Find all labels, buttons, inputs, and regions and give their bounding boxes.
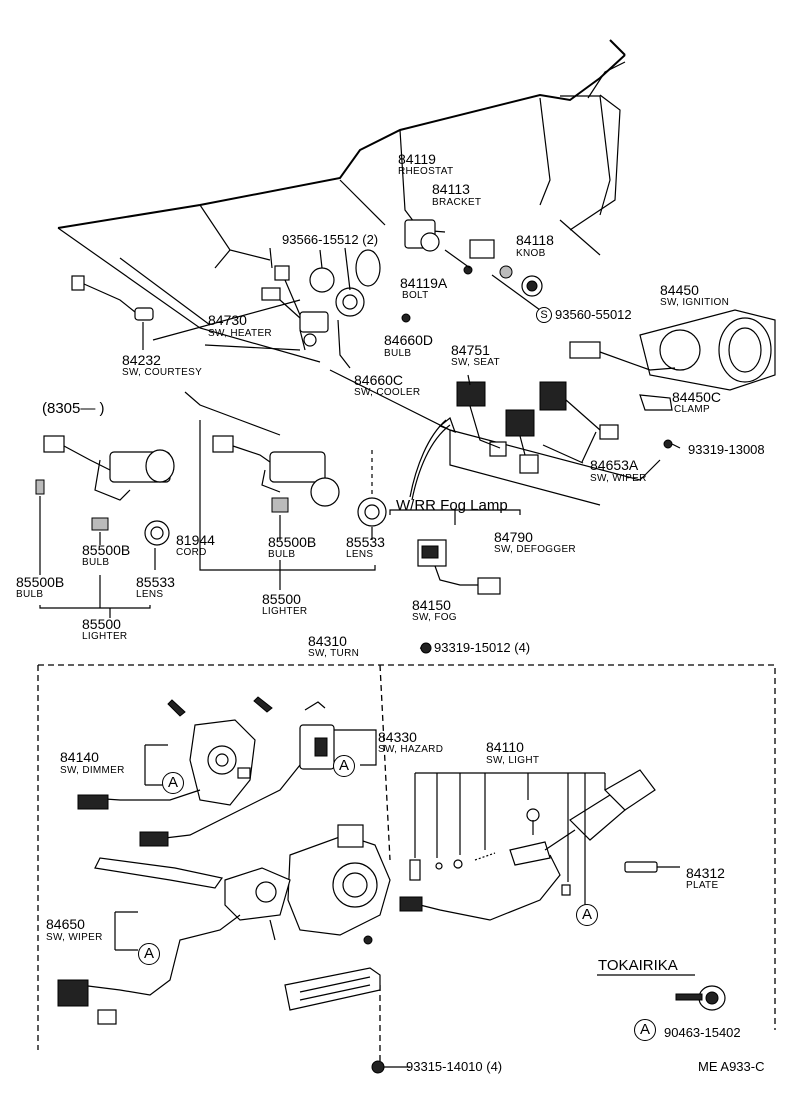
label-84650-num: 84650 xyxy=(46,916,85,932)
label-85500-1-sub: LIGHTER xyxy=(82,631,128,642)
label-84790-num: 84790 xyxy=(494,529,533,545)
label-85500-2-num: 85500 xyxy=(262,591,301,607)
label-84110-sub: SW, LIGHT xyxy=(486,755,540,766)
dash-switch-group xyxy=(456,374,619,474)
s-marker: S xyxy=(536,307,552,323)
label-84113-num: 84113 xyxy=(432,181,470,197)
label-84119A-sub: BOLT xyxy=(402,290,429,301)
label-tokairika: TOKAIRIKA xyxy=(598,957,678,974)
courtesy-switch xyxy=(71,275,301,351)
label-84312-num: 84312 xyxy=(686,865,725,881)
label-85500-2-sub: LIGHTER xyxy=(262,606,308,617)
fog-arrow xyxy=(409,417,457,501)
label-84310-sub: SW, TURN xyxy=(308,648,360,659)
label-84310-num: 84310 xyxy=(308,633,347,649)
ignition-switch xyxy=(569,309,776,449)
marker-a-key: A xyxy=(634,1019,656,1041)
label-84140-sub: SW, DIMMER xyxy=(60,765,125,776)
label-93315-num: 93315-14010 (4) xyxy=(406,1059,503,1074)
hazard-switch xyxy=(139,701,377,847)
label-84118-sub: KNOB xyxy=(516,248,546,259)
label-84119-sub: RHEOSTAT xyxy=(398,166,454,177)
label-84650-sub: SW, WIPER xyxy=(46,932,103,943)
dimmer-switch xyxy=(77,696,273,810)
marker-a-light: A xyxy=(576,904,598,926)
rheostat-assembly xyxy=(404,219,543,311)
tokairika-key xyxy=(597,974,726,1011)
label-84660D-sub: BULB xyxy=(384,348,412,359)
label-84790-sub: SW, DEFOGGER xyxy=(494,544,576,555)
label-81944-num: 81944 xyxy=(176,532,215,548)
label-84660D-num: 84660D xyxy=(384,332,434,348)
turn-switch-body xyxy=(287,824,391,945)
label-84232-sub: SW, COURTESY xyxy=(122,367,203,378)
label-85500B-0-num: 85500B xyxy=(16,574,65,590)
label-85500-1-num: 85500 xyxy=(82,616,121,632)
bottom-screw xyxy=(371,1060,410,1074)
marker-a-wiper: A xyxy=(138,943,160,965)
middle-lighter-assembly xyxy=(184,391,387,590)
label-85533-1-sub: LENS xyxy=(136,589,164,600)
label-84232-num: 84232 xyxy=(122,352,161,368)
heater-switch-parts xyxy=(261,247,411,369)
light-switch xyxy=(399,769,680,921)
fog-switch xyxy=(389,509,521,595)
label-84660C-num: 84660C xyxy=(354,372,404,388)
label-84119A-num: 84119A xyxy=(400,275,448,291)
label-wrr-fog-lamp: W/RR Fog Lamp xyxy=(396,497,508,514)
marker-a-hazard: A xyxy=(333,755,355,777)
label-84450-num: 84450 xyxy=(660,282,699,298)
label-84450-sub: SW, IGNITION xyxy=(660,297,730,308)
label-85500B-0-sub: BULB xyxy=(16,589,44,600)
label-84312-sub: PLATE xyxy=(686,880,719,891)
label-drawing-code: ME A933-C xyxy=(698,1059,765,1074)
label-84150-sub: SW, FOG xyxy=(412,612,457,623)
label-85500B-2-sub: BULB xyxy=(268,549,296,560)
label-85500B-1-num: 85500B xyxy=(82,542,131,558)
label-84110-num: 84110 xyxy=(486,739,524,755)
label-85533-2-sub: LENS xyxy=(346,549,374,560)
label-84150-num: 84150 xyxy=(412,597,451,613)
label-84751-sub: SW, SEAT xyxy=(451,357,500,368)
label-84450C-sub: CLAMP xyxy=(674,404,710,415)
label-93319b-num: 93319-15012 (4) xyxy=(434,640,531,655)
label-84118-num: 84118 xyxy=(516,232,554,248)
label-84140-num: 84140 xyxy=(60,749,99,765)
label-84653A-num: 84653A xyxy=(590,457,639,473)
label-84119-num: 84119 xyxy=(398,151,436,167)
label-84330-num: 84330 xyxy=(378,729,417,745)
turn-switch-box xyxy=(37,642,776,1065)
label-8305: (8305— ) xyxy=(42,400,105,417)
label-81944-sub: CORD xyxy=(176,547,207,558)
label-84730-sub: SW, HEATER xyxy=(208,328,272,339)
marker-a-dimmer: A xyxy=(162,772,184,794)
label-93319a-num: 93319-13008 xyxy=(688,442,765,457)
label-84751-num: 84751 xyxy=(451,342,490,358)
label-93566-num: 93566-15512 (2) xyxy=(282,232,379,247)
label-84653A-sub: SW, WIPER xyxy=(590,473,647,484)
label-84730-num: 84730 xyxy=(208,312,247,328)
label-93560-num: 93560-55012 xyxy=(555,307,632,322)
label-90463-num: 90463-15402 xyxy=(664,1025,741,1040)
label-84450C-num: 84450C xyxy=(672,389,722,405)
wiper-switch xyxy=(57,857,291,1025)
label-85500B-2-num: 85500B xyxy=(268,534,317,550)
left-lighter-assembly xyxy=(35,435,175,618)
label-84330-sub: SW, HAZARD xyxy=(378,744,444,755)
label-84660C-sub: SW, COOLER xyxy=(354,387,421,398)
label-85533-1-num: 85533 xyxy=(136,574,175,590)
connector-block xyxy=(284,967,381,1011)
label-84113-sub: BRACKET xyxy=(432,197,482,208)
label-85533-2-num: 85533 xyxy=(346,534,385,550)
label-85500B-1-sub: BULB xyxy=(82,557,110,568)
